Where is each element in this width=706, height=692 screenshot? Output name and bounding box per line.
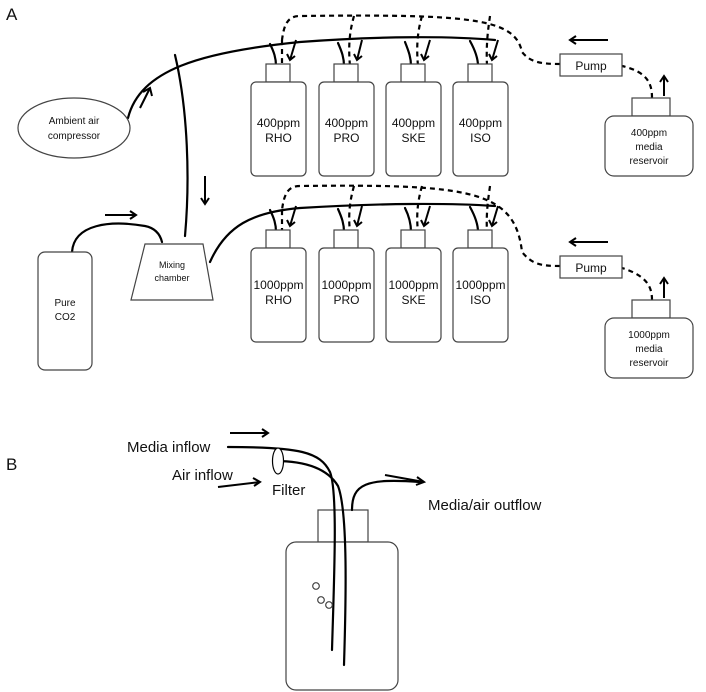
compressor-label-2: compressor <box>48 131 101 142</box>
reservoir-label-3: reservoir <box>630 358 670 369</box>
bottle-label-2: PRO <box>333 131 359 145</box>
compressor: Ambient air compressor <box>17 97 131 159</box>
reservoir-label-2: media <box>635 344 663 355</box>
air-drops-1000 <box>268 205 480 234</box>
bottle-label-2: PRO <box>333 293 359 307</box>
bottle-label-2: SKE <box>401 131 425 145</box>
mixing-label-2: chamber <box>154 273 189 283</box>
filter-label: Filter <box>272 482 305 499</box>
bottle-label-1: 400ppm <box>325 116 368 130</box>
arrow-right-icon <box>217 477 262 488</box>
mixing-label-1: Mixing <box>159 260 185 270</box>
pump-400: Pump <box>559 53 623 77</box>
reservoir-400: 400ppm media reservoir <box>604 97 694 177</box>
arrow-down-icon <box>420 205 431 228</box>
detail-bottle <box>285 509 399 691</box>
outflow-label: Media/air outflow <box>428 497 542 514</box>
pump-label: Pump <box>575 261 607 275</box>
compressor-label-1: Ambient air <box>49 116 100 127</box>
bottle-label-2: ISO <box>470 131 491 145</box>
mixed-gas-line <box>208 202 497 264</box>
bottle-400-pro: 400ppm PRO <box>318 63 375 177</box>
arrow-up-icon <box>659 276 669 298</box>
air-line-to-mixer <box>173 53 189 238</box>
media-line-400 <box>280 14 561 66</box>
reservoir-label-3: reservoir <box>630 156 670 167</box>
arrow-down-icon <box>420 39 431 62</box>
arrow-down-icon <box>286 205 297 228</box>
pump-label: Pump <box>575 59 607 73</box>
arrow-down-icon <box>488 205 499 228</box>
bottle-1000-ske: 1000ppm SKE <box>385 229 442 343</box>
reservoir-to-pump-400 <box>621 64 654 99</box>
bottle-1000-pro: 1000ppm PRO <box>318 229 375 343</box>
bottle-400-iso: 400ppm ISO <box>452 63 509 177</box>
air-line-main <box>126 36 497 120</box>
bottle-label-1: 1000ppm <box>388 278 438 292</box>
bottle-label-2: RHO <box>265 131 292 145</box>
bottle-label-1: 1000ppm <box>455 278 505 292</box>
co2-label-2: CO2 <box>55 312 76 323</box>
arrow-up-icon <box>139 86 153 109</box>
pump-1000: Pump <box>559 255 623 279</box>
arrow-down-icon <box>353 205 363 228</box>
co2-line <box>70 222 164 254</box>
arrow-right-icon <box>105 210 138 220</box>
arrow-down-icon <box>353 39 363 62</box>
bottle-label-1: 400ppm <box>459 116 502 130</box>
arrow-left-icon <box>568 237 608 247</box>
flow-arrows-b <box>217 428 427 488</box>
media-inflow-label: Media inflow <box>127 439 211 456</box>
arrow-down-icon <box>286 39 297 62</box>
bottle-400-ske: 400ppm SKE <box>385 63 442 177</box>
bottle-label-1: 1000ppm <box>253 278 303 292</box>
co2-label-1: Pure <box>54 298 76 309</box>
reservoir-1000: 1000ppm media reservoir <box>604 299 694 379</box>
reservoir-to-pump-1000 <box>621 266 654 301</box>
bottle-label-1: 400ppm <box>257 116 300 130</box>
bottle-label-2: ISO <box>470 293 491 307</box>
reservoir-label-1: 1000ppm <box>628 330 670 341</box>
bottle-label-2: SKE <box>401 293 425 307</box>
panel-b-label: B <box>6 455 17 474</box>
arrow-down-icon <box>200 176 210 206</box>
media-inflow-tube <box>226 445 336 652</box>
bottle-label-1: 1000ppm <box>321 278 371 292</box>
bottle-label-2: RHO <box>265 293 292 307</box>
air-drops-400 <box>268 39 480 68</box>
filter <box>271 447 285 475</box>
mixing-chamber: Mixing chamber <box>130 243 214 301</box>
arrow-right-icon <box>230 428 270 438</box>
bottle-1000-iso: 1000ppm ISO <box>452 229 509 343</box>
air-inflow-label: Air inflow <box>172 467 233 484</box>
bottle-1000-rho: 1000ppm RHO <box>250 229 307 343</box>
air-inflow-tube <box>273 459 347 667</box>
bottle-400-rho: 400ppm RHO <box>250 63 307 177</box>
arrow-up-icon <box>659 74 669 96</box>
co2-cylinder: Pure CO2 <box>37 251 93 371</box>
reservoir-label-2: media <box>635 142 663 153</box>
media-drops-400 <box>280 15 492 67</box>
arrow-down-icon <box>488 39 499 62</box>
panel-a-label: A <box>6 5 18 24</box>
outflow-tube <box>350 479 422 512</box>
media-line-1000 <box>280 184 561 268</box>
reservoir-label-1: 400ppm <box>631 128 667 139</box>
arrow-right-icon <box>384 474 427 486</box>
bottle-label-1: 400ppm <box>392 116 435 130</box>
arrow-left-icon <box>568 35 608 45</box>
flow-arrows-a <box>105 35 669 298</box>
bubbles <box>312 582 333 609</box>
